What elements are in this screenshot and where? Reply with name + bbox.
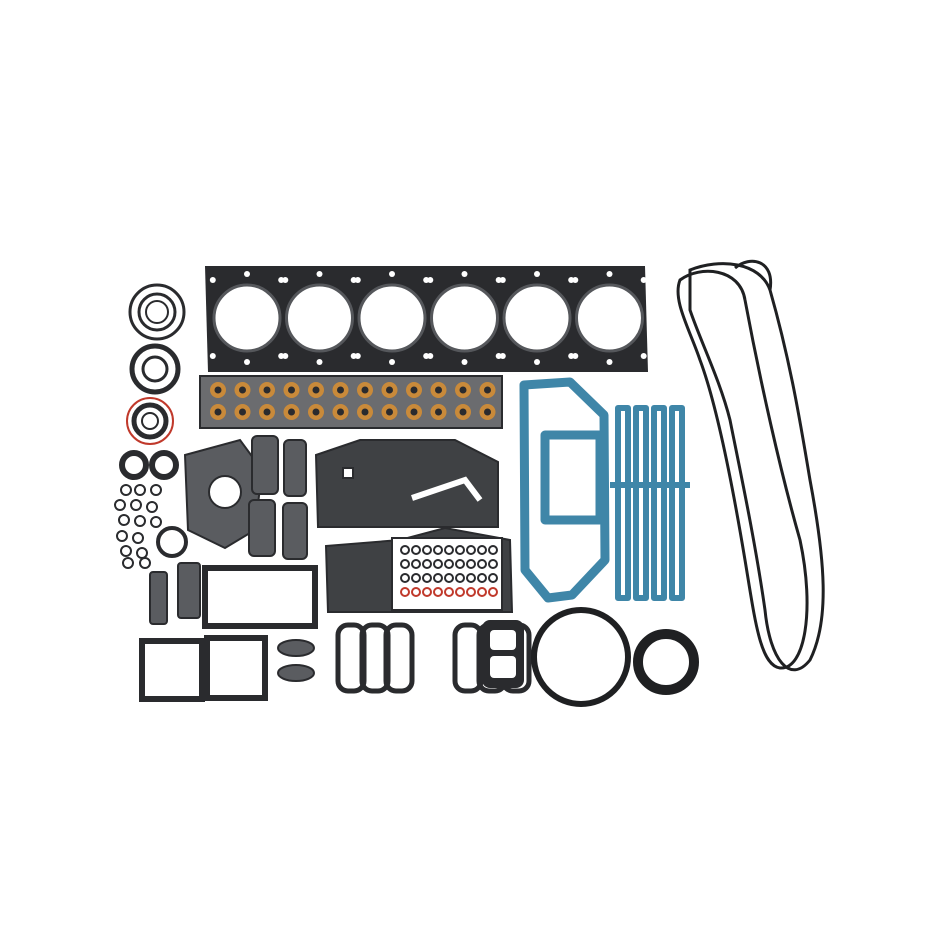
valve-stem-seals	[199, 375, 503, 429]
seal-rings	[114, 283, 188, 569]
small-gaskets	[139, 435, 318, 702]
valve-cover-gasket	[676, 259, 825, 672]
oil-cooler-gaskets	[314, 439, 514, 613]
rear-crank-seal	[482, 607, 699, 707]
blue-gaskets	[519, 377, 690, 603]
head-gasket	[205, 266, 648, 372]
